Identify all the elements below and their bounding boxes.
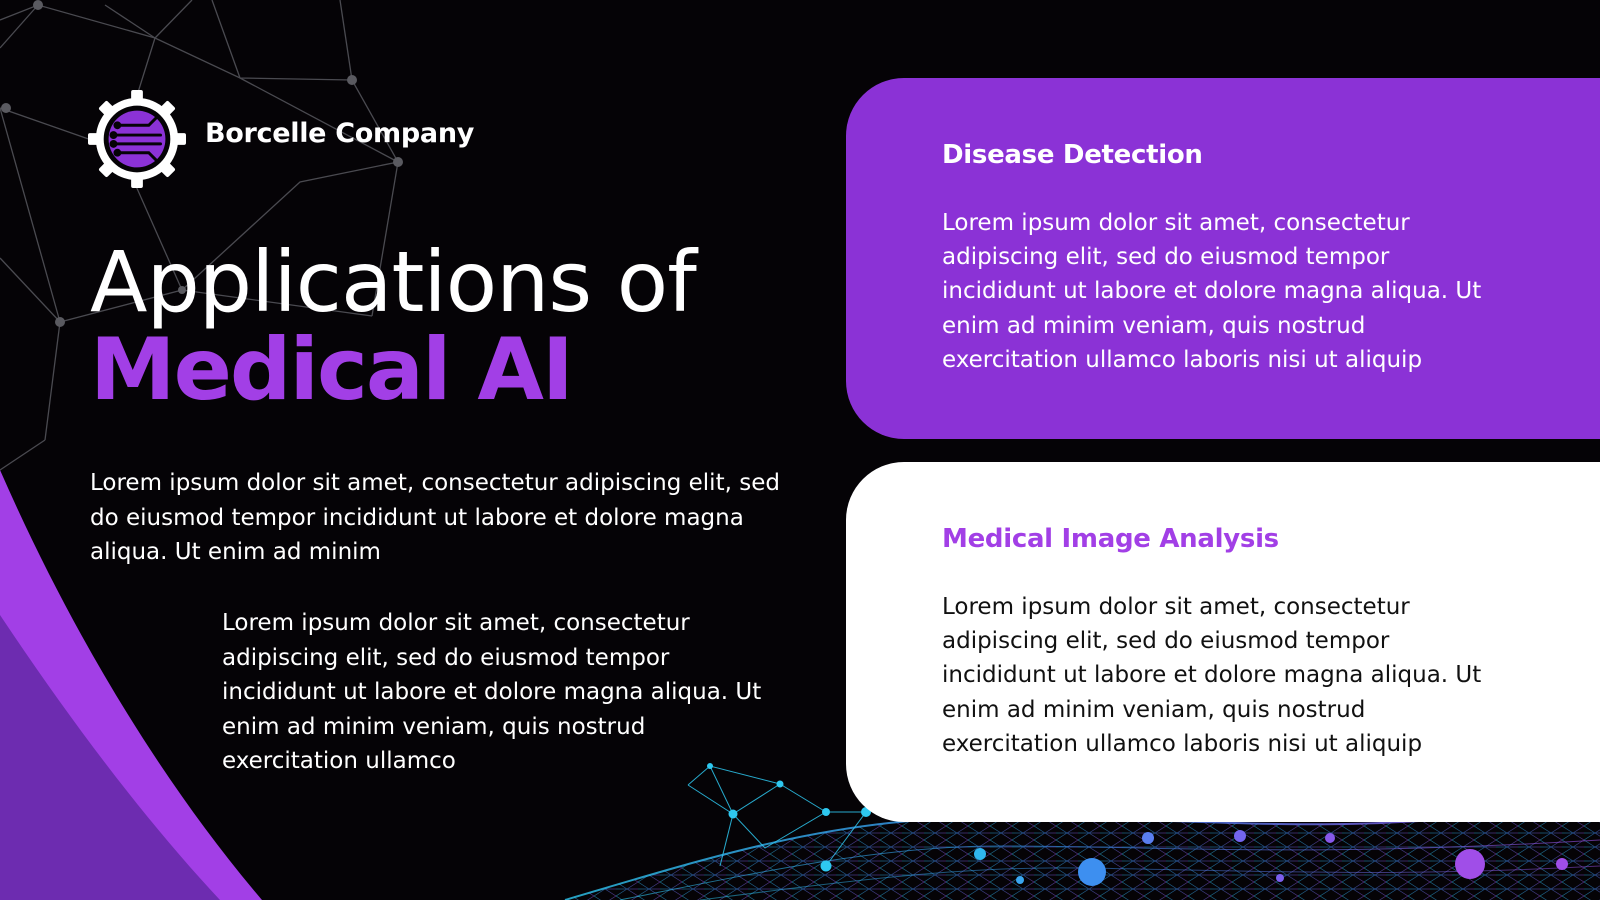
card-body: Lorem ipsum dolor sit amet, consectetur …: [942, 594, 1482, 757]
page-title-line1: Applications of: [90, 233, 697, 331]
network-nodes: [1, 0, 403, 327]
wave-mesh: [565, 808, 1600, 900]
intro-paragraph: Lorem ipsum dolor sit amet, consectetur …: [90, 470, 780, 565]
card-body: Lorem ipsum dolor sit amet, consectetur …: [942, 210, 1482, 373]
card-medical-image-analysis: Medical Image Analysis Lorem ipsum dolor…: [846, 462, 1600, 822]
gear-circuit-logo-icon: [88, 90, 186, 188]
card-title: Medical Image Analysis: [942, 524, 1279, 554]
card-disease-detection: Disease Detection Lorem ipsum dolor sit …: [846, 78, 1600, 439]
company-name: Borcelle Company: [205, 118, 475, 149]
card-title: Disease Detection: [942, 140, 1203, 170]
wave-nodes: [707, 763, 1568, 886]
purple-swoosh-inner: [0, 615, 220, 900]
page-title-line2: Medical AI: [90, 320, 574, 420]
intro-paragraph-secondary: Lorem ipsum dolor sit amet, consectetur …: [222, 610, 762, 774]
